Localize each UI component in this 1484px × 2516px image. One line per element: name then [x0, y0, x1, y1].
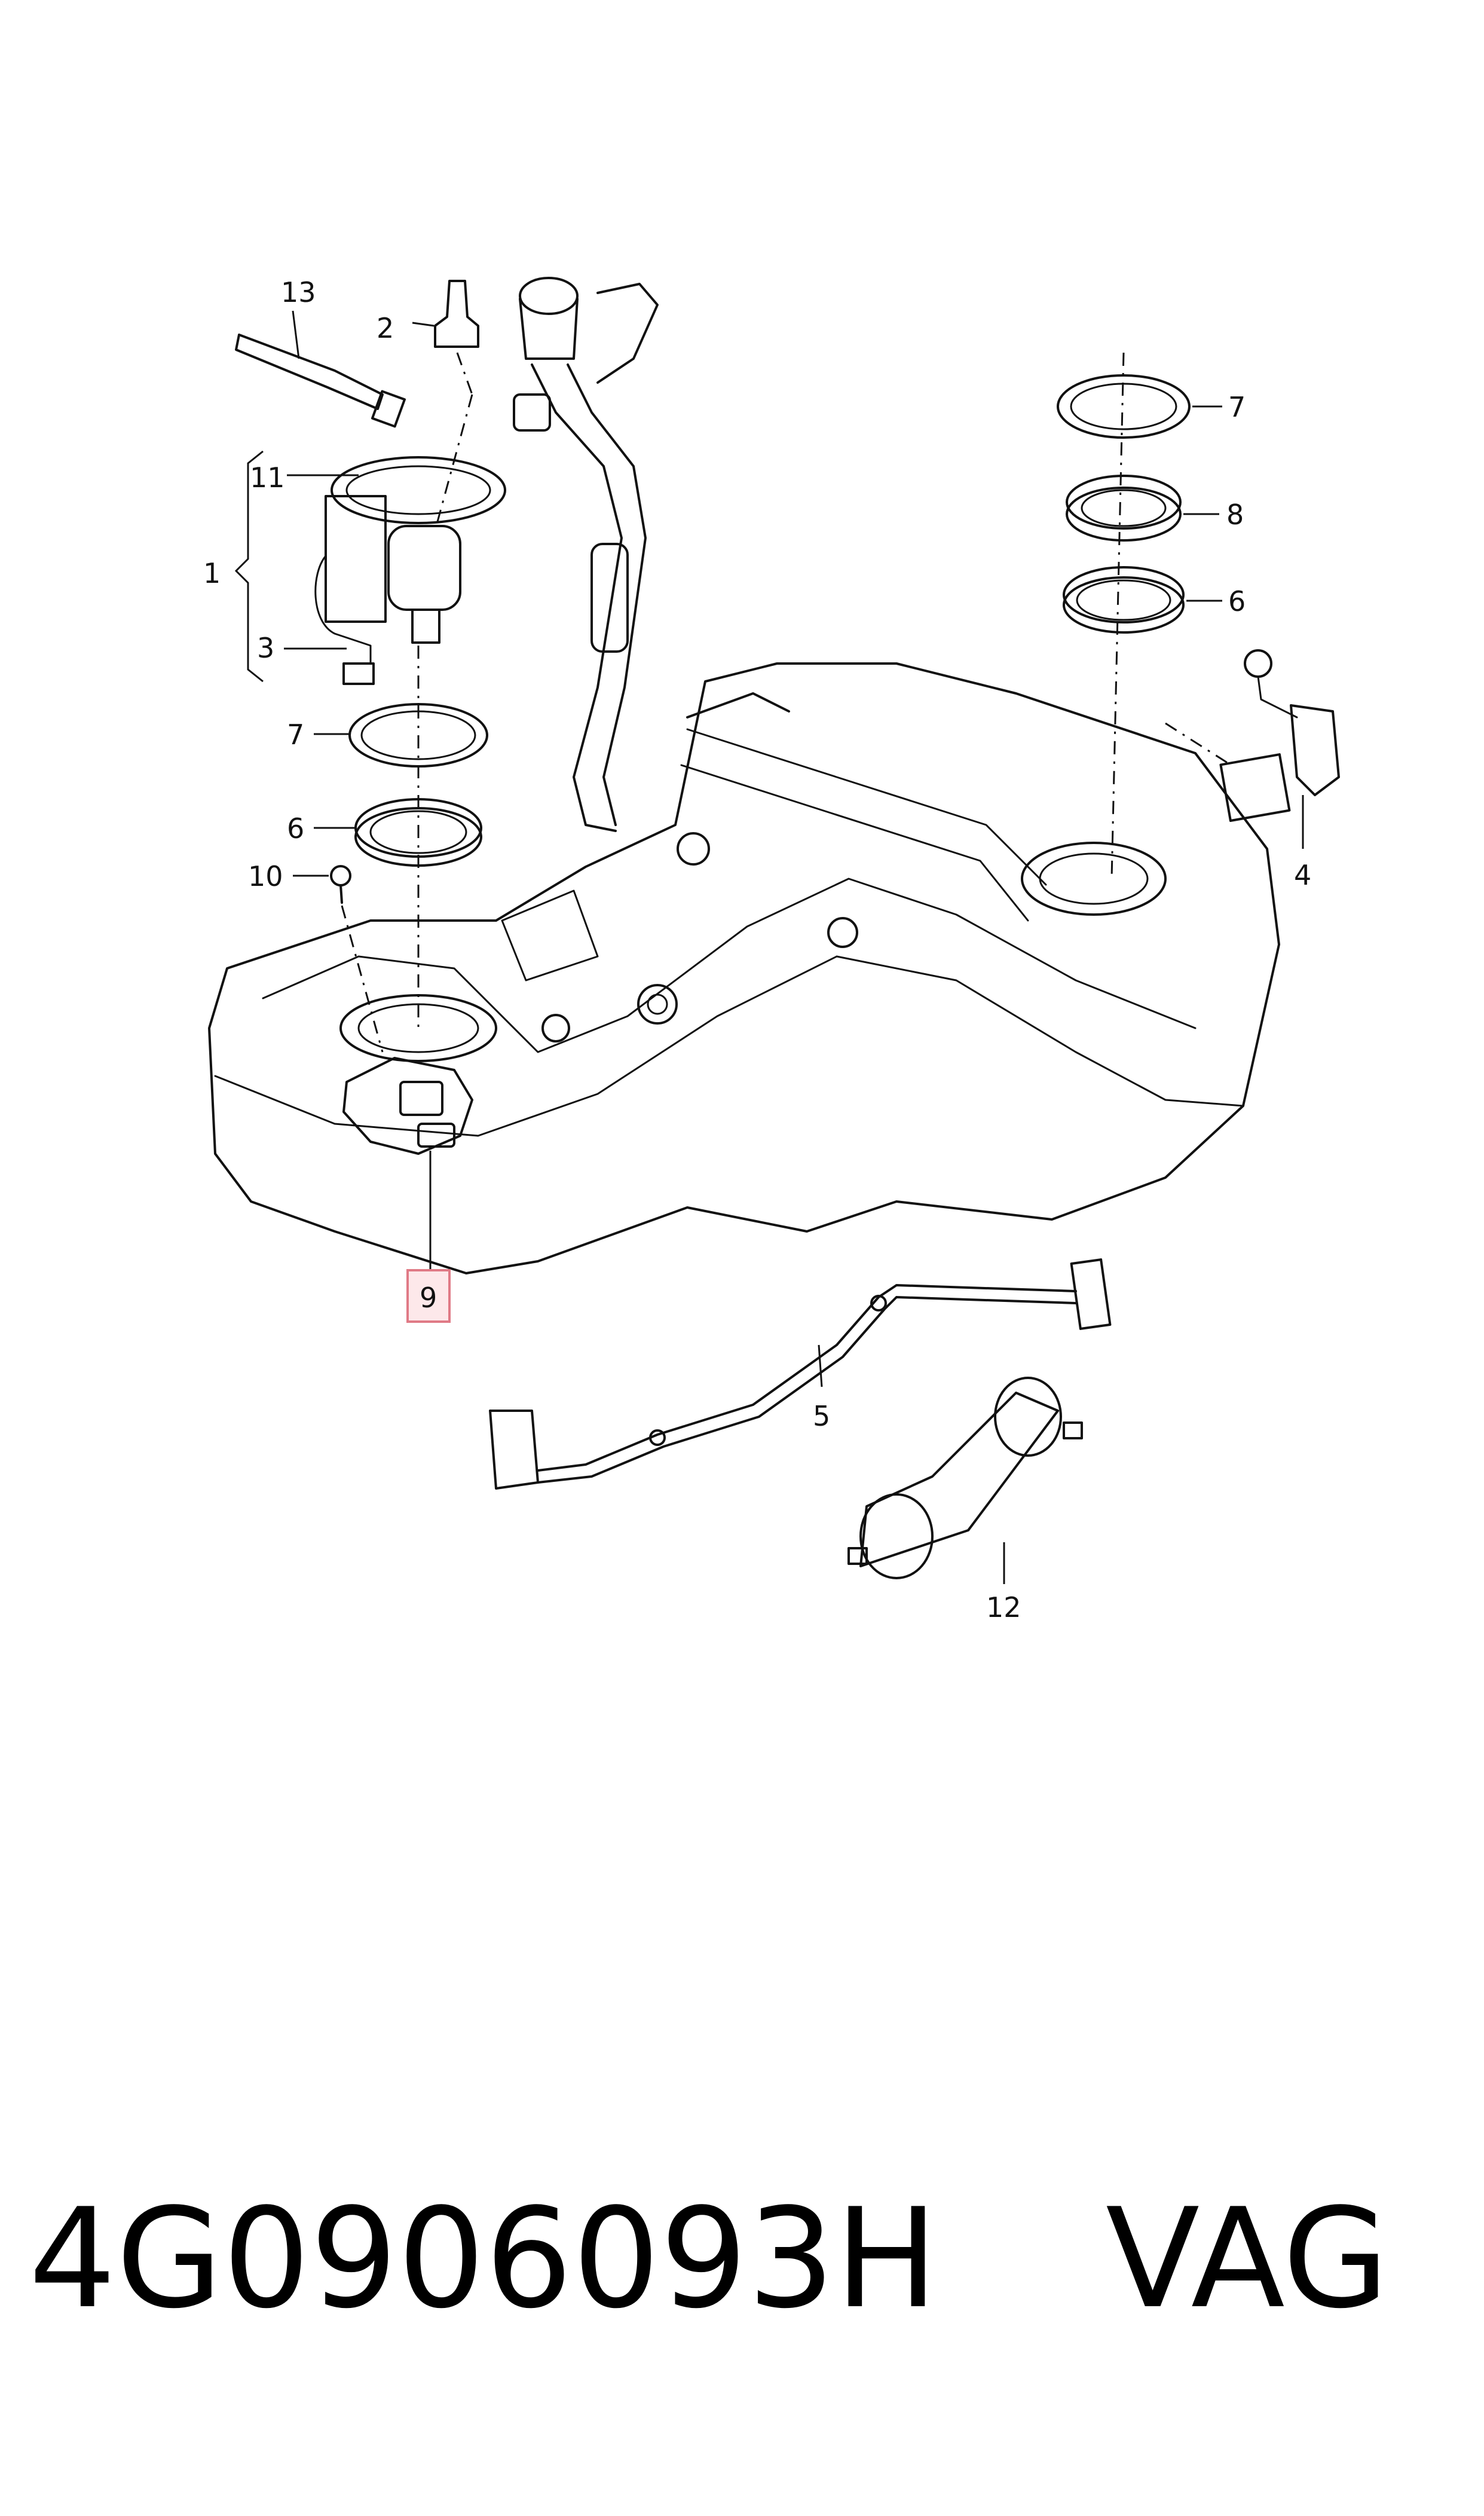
callout-6-left: 6 [287, 812, 304, 845]
filler-pipe [513, 277, 659, 832]
fuel-pump-unit [284, 456, 506, 685]
callout-6-right: 6 [1228, 585, 1246, 617]
callout-8: 8 [1226, 499, 1244, 531]
screw-part [293, 865, 384, 1053]
valve-part [412, 280, 479, 527]
callout-1: 1 [203, 557, 221, 589]
callout-5: 5 [813, 1400, 830, 1432]
callout-9: 9 [420, 1282, 437, 1314]
callout-10: 10 [248, 860, 283, 892]
lock-ring-right [1057, 374, 1222, 439]
callout-3: 3 [257, 632, 274, 664]
callout-11: 11 [250, 461, 285, 494]
axis-right [1110, 352, 1125, 879]
fuel-pump-part [847, 1377, 1083, 1584]
level-sender [1165, 649, 1340, 849]
seal-ring-left [314, 798, 482, 867]
callout-7-right: 7 [1228, 391, 1246, 423]
callout-2: 2 [377, 312, 394, 344]
callout-4: 4 [1294, 859, 1311, 891]
part-number: 4G0906093H [29, 2179, 938, 2339]
fuel-tank [208, 662, 1280, 1274]
callout-7-left: 7 [287, 719, 304, 751]
cable-tie-part [235, 310, 406, 428]
group-bracket [234, 450, 264, 683]
guide-ring-right [1066, 475, 1219, 542]
sender-cover [342, 1057, 473, 1270]
callout-12: 12 [986, 1591, 1021, 1624]
brand-label: VAG [1106, 2179, 1390, 2339]
callout-13: 13 [281, 276, 316, 308]
highlight-box-9 [406, 1269, 451, 1323]
lock-ring-left [314, 703, 488, 768]
seal-ring-right [1063, 566, 1222, 634]
wiring-harness [489, 1258, 1112, 1490]
